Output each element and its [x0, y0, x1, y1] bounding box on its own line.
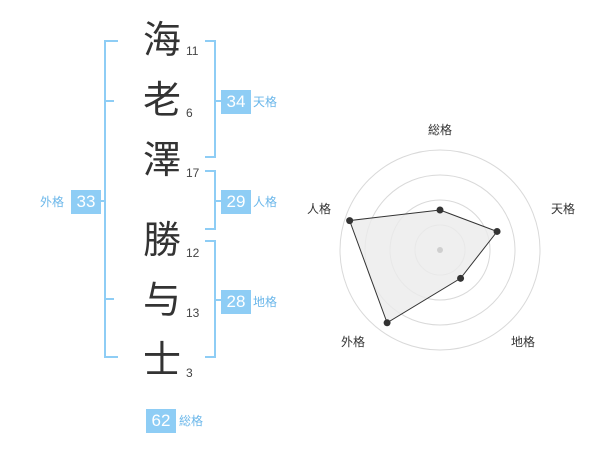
stroke-count-5: 13 [186, 306, 200, 320]
stroke-count-3: 17 [186, 166, 200, 180]
stroke-count-2: 6 [186, 106, 193, 120]
tenkaku-bracket-tick [214, 100, 222, 102]
radar-point [346, 217, 354, 225]
jinkaku-value-badge: 29 [221, 190, 251, 214]
name-char-5: 与 [142, 278, 181, 322]
chikaku-value-badge: 28 [221, 290, 251, 314]
gaikaku-bracket-tick-1 [104, 100, 114, 102]
gaikaku-bracket [104, 40, 118, 358]
radar-point [436, 206, 444, 214]
name-char-3: 澤 [142, 138, 181, 182]
radar-point [493, 227, 501, 235]
name-char-2: 老 [142, 78, 181, 122]
stroke-count-6: 3 [186, 366, 193, 380]
gaikaku-bracket-tick-2 [104, 298, 114, 300]
radar-axis-label-chikaku: 地格 [511, 334, 535, 349]
name-char-4: 勝 [142, 218, 181, 262]
radar-axis-label-gaikaku: 外格 [341, 334, 365, 349]
stroke-count-4: 12 [186, 246, 200, 260]
jinkaku-label: 人格 [253, 195, 278, 209]
radar-polygon [348, 209, 498, 324]
radar-point [457, 274, 465, 282]
radar-axis-label-soukaku: 総格 [428, 122, 452, 137]
name-char-6: 士 [142, 338, 181, 382]
radar-axis-label-jinkaku: 人格 [307, 201, 331, 216]
soukaku-label: 総格 [179, 414, 204, 428]
stroke-count-1: 11 [186, 44, 199, 58]
name-char-1: 海 [142, 18, 181, 62]
jinkaku-bracket-tick [214, 200, 222, 202]
soukaku-value-badge: 62 [146, 409, 176, 433]
radar-point [383, 319, 391, 327]
gaikaku-label: 外格 [40, 195, 65, 209]
tenkaku-label: 天格 [253, 95, 278, 109]
radar-axis-label-tenkaku: 天格 [551, 201, 575, 216]
gaikaku-bracket-connector [96, 200, 106, 202]
tenkaku-bracket [205, 40, 216, 158]
chikaku-label: 地格 [253, 295, 278, 309]
radar-ring [339, 149, 541, 351]
chikaku-bracket-tick [214, 299, 222, 301]
radar-center-dot [437, 247, 443, 253]
radar-points [346, 206, 501, 327]
tenkaku-value-badge: 34 [221, 90, 251, 114]
gaikaku-value-badge: 33 [71, 190, 101, 214]
